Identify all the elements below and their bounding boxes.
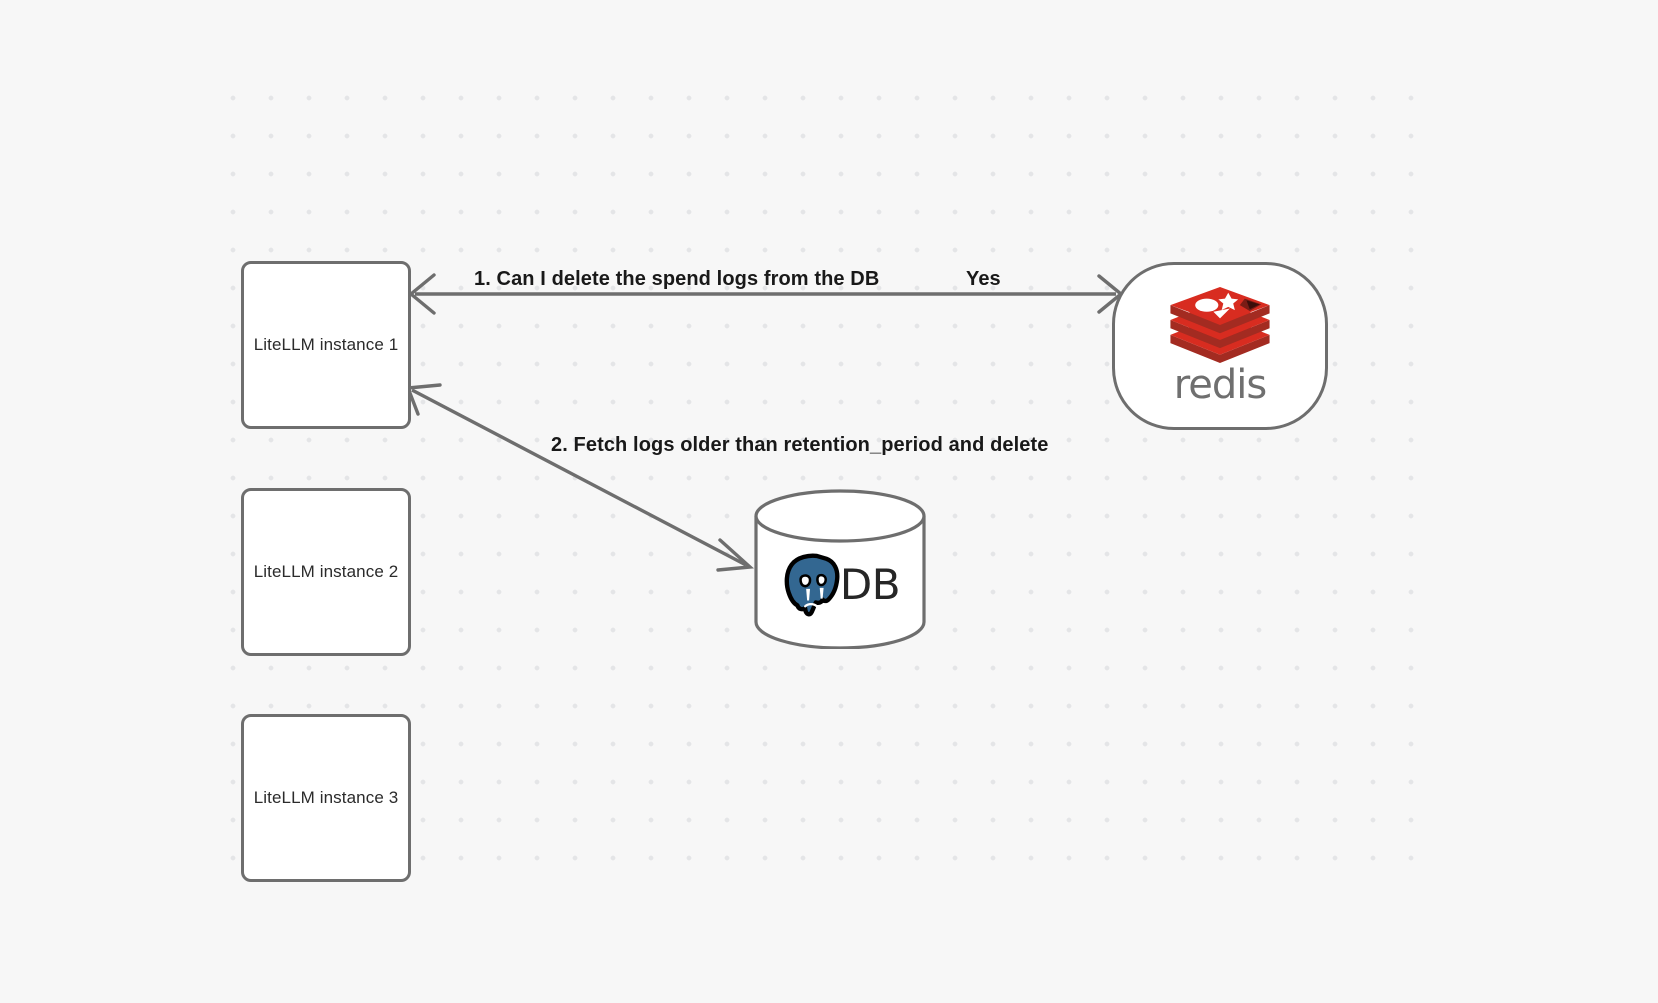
edge-label-step-1: 1. Can I delete the spend logs from the … xyxy=(474,268,880,290)
node-litellm-instance-3[interactable]: LiteLLM instance 3 xyxy=(241,714,411,882)
arrowhead-downright-icon xyxy=(716,538,755,572)
node-postgres-db[interactable]: DB xyxy=(753,489,927,649)
database-cylinder-shape xyxy=(754,489,926,649)
edge-instance1-db xyxy=(405,383,755,572)
edge-line xyxy=(411,388,747,567)
node-litellm-instance-2[interactable]: LiteLLM instance 2 xyxy=(241,488,411,656)
node-litellm-instance-1[interactable]: LiteLLM instance 1 xyxy=(241,261,411,429)
node-label: LiteLLM instance 2 xyxy=(253,562,399,581)
db-logo-row: DB xyxy=(753,545,927,625)
node-label: LiteLLM instance 1 xyxy=(253,335,399,354)
node-label: LiteLLM instance 3 xyxy=(253,788,399,807)
db-label: DB xyxy=(839,560,901,609)
arrowhead-left-icon xyxy=(408,273,436,315)
edge-label-step-2: 2. Fetch logs older than retention_perio… xyxy=(551,434,1049,456)
node-redis[interactable]: redis xyxy=(1112,262,1328,430)
postgresql-elephant-icon xyxy=(784,553,840,617)
arrowhead-upleft-icon xyxy=(405,383,442,416)
redis-wordmark: redis xyxy=(1173,362,1268,408)
redis-stack-logo-icon xyxy=(1170,287,1270,363)
edge-label-step-1-reply: Yes xyxy=(966,268,1001,290)
